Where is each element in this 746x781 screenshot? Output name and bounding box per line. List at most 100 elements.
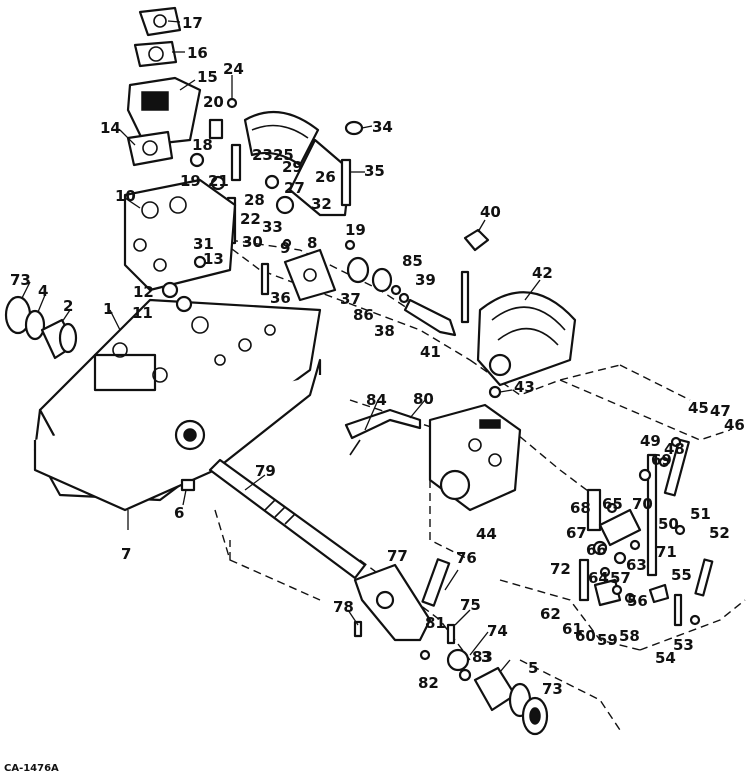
callout-63: 63 bbox=[626, 556, 647, 574]
callout-65: 65 bbox=[602, 495, 623, 513]
callout-47: 47 bbox=[710, 402, 731, 420]
callout-32: 32 bbox=[311, 195, 332, 213]
callout-71: 71 bbox=[656, 543, 677, 561]
callout-23: 23 bbox=[252, 146, 273, 164]
pin-78 bbox=[353, 620, 363, 638]
callout-57: 57 bbox=[610, 569, 631, 587]
callout-50: 50 bbox=[658, 515, 679, 533]
callout-53: 53 bbox=[673, 636, 694, 654]
callout-9: 9 bbox=[280, 239, 290, 257]
callout-27: 27 bbox=[284, 179, 305, 197]
valve-spool-parts bbox=[344, 228, 490, 337]
callout-49: 49 bbox=[640, 432, 661, 450]
callout-48: 48 bbox=[664, 440, 685, 458]
pump-unit-44 bbox=[344, 403, 522, 512]
callout-1: 1 bbox=[103, 300, 113, 318]
callout-20: 20 bbox=[203, 93, 224, 111]
callout-24: 24 bbox=[223, 60, 244, 78]
rod-35 bbox=[340, 158, 352, 207]
rod-49 bbox=[646, 453, 658, 577]
link-62 bbox=[578, 558, 590, 602]
callout-51: 51 bbox=[690, 505, 711, 523]
callout-80: 80 bbox=[413, 390, 434, 408]
bushing-3 bbox=[473, 666, 517, 712]
callout-78: 78 bbox=[333, 598, 354, 616]
callout-46: 46 bbox=[724, 416, 745, 434]
leader-lines bbox=[21, 20, 541, 673]
callout-14: 14 bbox=[100, 119, 121, 137]
callout-45: 45 bbox=[688, 399, 709, 417]
callout-83: 83 bbox=[472, 648, 493, 666]
control-quadrant bbox=[189, 97, 364, 245]
callout-10: 10 bbox=[115, 187, 136, 205]
callout-75: 75 bbox=[460, 596, 481, 614]
callout-42: 42 bbox=[532, 264, 553, 282]
callout-58: 58 bbox=[619, 627, 640, 645]
callout-36: 36 bbox=[270, 289, 291, 307]
cover-plate-10 bbox=[123, 178, 237, 299]
callout-7: 7 bbox=[121, 545, 131, 563]
callout-59: 59 bbox=[597, 631, 618, 649]
arm-65 bbox=[598, 508, 642, 547]
shaft-41 bbox=[460, 270, 470, 324]
callout-56: 56 bbox=[627, 592, 648, 610]
gasket-14 bbox=[126, 130, 174, 167]
callout-2: 2 bbox=[63, 297, 73, 315]
callout-18: 18 bbox=[192, 136, 213, 154]
callout-86: 86 bbox=[353, 306, 374, 324]
callout-22: 22 bbox=[240, 210, 261, 228]
callout-4: 4 bbox=[38, 282, 48, 300]
linkage-parts bbox=[578, 436, 714, 627]
pin-54 bbox=[673, 593, 683, 627]
callout-3: 3 bbox=[481, 648, 491, 666]
quadrant-plate bbox=[243, 110, 320, 167]
part-86 bbox=[371, 267, 393, 293]
quadrant-cover-42 bbox=[476, 291, 577, 399]
callout-69: 69 bbox=[651, 451, 672, 469]
right-bearings bbox=[419, 623, 549, 736]
callout-81: 81 bbox=[425, 614, 446, 632]
callout-85: 85 bbox=[402, 252, 423, 270]
callout-19: 19 bbox=[180, 172, 201, 190]
callout-38: 38 bbox=[374, 322, 395, 340]
washer-74 bbox=[446, 648, 470, 672]
part-40 bbox=[463, 228, 490, 252]
callout-68: 68 bbox=[570, 499, 591, 517]
callout-54: 54 bbox=[655, 649, 676, 667]
callout-29: 29 bbox=[282, 158, 303, 176]
callout-43: 43 bbox=[514, 378, 535, 396]
callout-37: 37 bbox=[340, 290, 361, 308]
callout-13: 13 bbox=[203, 250, 224, 268]
callout-16: 16 bbox=[187, 44, 208, 62]
callout-77: 77 bbox=[387, 547, 408, 565]
tube-80 bbox=[344, 408, 422, 440]
callout-62: 62 bbox=[540, 605, 561, 623]
diagram-caption: CA-1476A bbox=[4, 763, 59, 774]
gasket-16 bbox=[133, 40, 178, 68]
link-20 bbox=[208, 118, 224, 140]
callout-19: 19 bbox=[345, 221, 366, 239]
callout-60: 60 bbox=[575, 627, 596, 645]
callout-84: 84 bbox=[366, 391, 387, 409]
callout-74: 74 bbox=[487, 622, 508, 640]
callout-66: 66 bbox=[586, 541, 607, 559]
callout-28: 28 bbox=[244, 191, 265, 209]
lever-41 bbox=[403, 298, 457, 337]
callout-61: 61 bbox=[562, 620, 583, 638]
callout-21: 21 bbox=[208, 172, 229, 190]
callout-11: 11 bbox=[132, 304, 153, 322]
callout-76: 76 bbox=[456, 549, 477, 567]
rod-76 bbox=[421, 558, 451, 607]
callout-17: 17 bbox=[182, 14, 203, 32]
callout-30: 30 bbox=[242, 233, 263, 251]
callout-40: 40 bbox=[480, 203, 501, 221]
gasket-8 bbox=[260, 238, 337, 302]
callout-15: 15 bbox=[197, 68, 218, 86]
callout-8: 8 bbox=[307, 234, 317, 252]
callout-72: 72 bbox=[550, 560, 571, 578]
callout-70: 70 bbox=[632, 495, 653, 513]
clip-55 bbox=[648, 583, 670, 604]
